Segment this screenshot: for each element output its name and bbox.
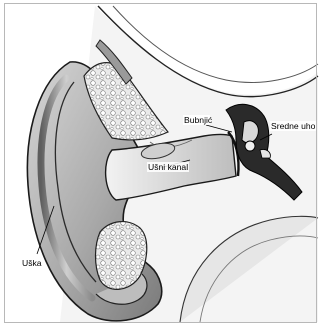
figure-frame [4, 3, 317, 323]
